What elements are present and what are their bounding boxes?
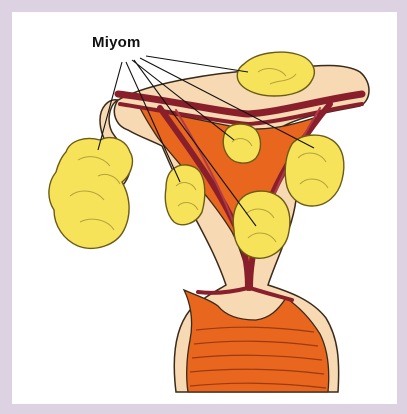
- fibroid-center-lower: [233, 191, 290, 258]
- fibroid-left-large: [49, 138, 133, 249]
- fibroid-inner-center: [223, 124, 260, 163]
- fibroid-left-inner: [165, 165, 205, 225]
- fibroid-right: [285, 135, 344, 206]
- fibroid-top-right: [237, 52, 314, 96]
- myoma-label: Miyom: [92, 34, 141, 51]
